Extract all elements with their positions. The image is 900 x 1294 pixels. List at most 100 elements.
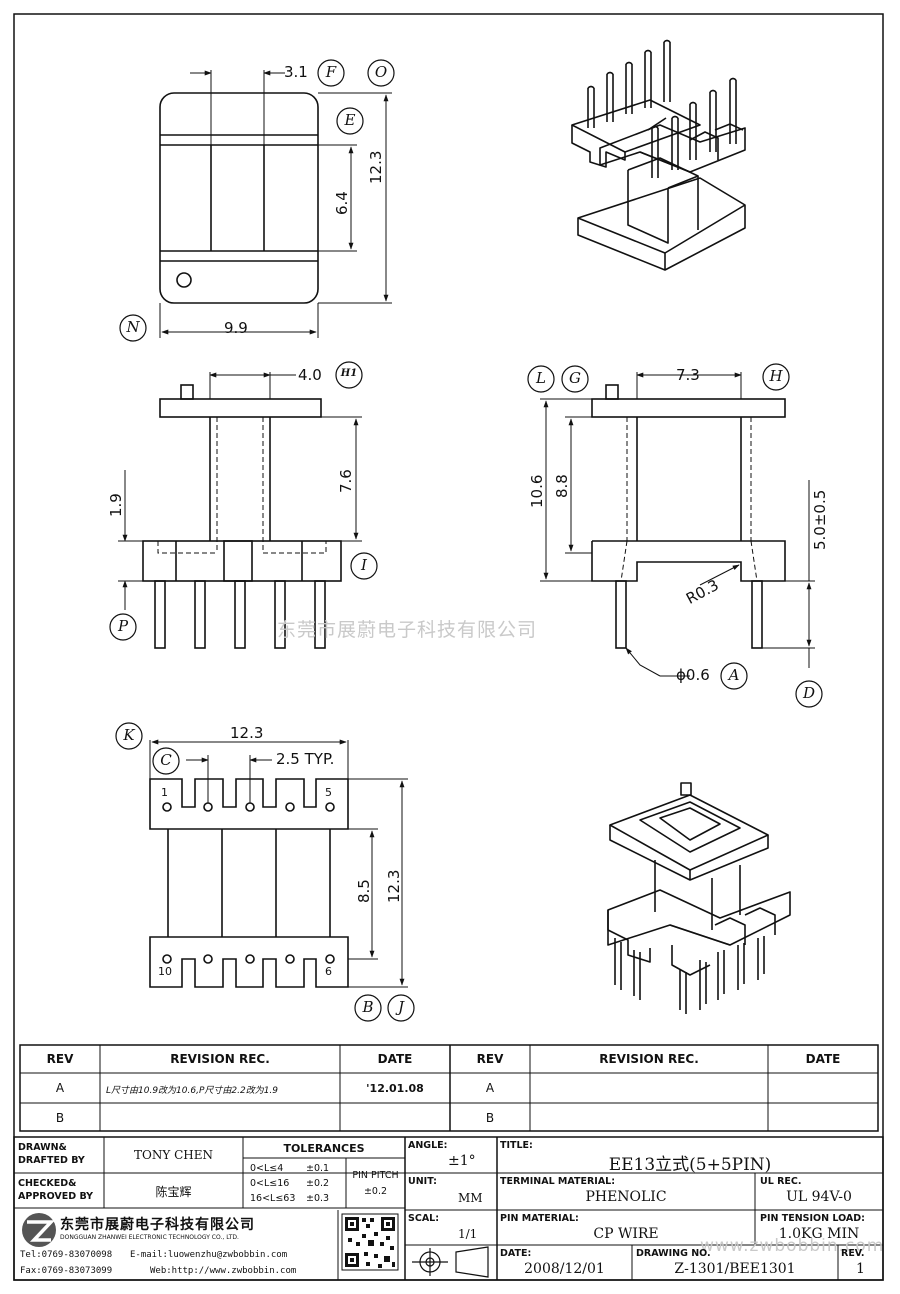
balloon-j: J <box>397 998 404 1016</box>
balloon-h: H <box>769 367 783 385</box>
pin-number-5: 5 <box>325 786 332 799</box>
tol-range-2: 0<L≤16 <box>250 1178 290 1189</box>
date-header-2: DATE <box>805 1052 841 1066</box>
tol-val-3: ±0.3 <box>306 1193 330 1204</box>
tolerances-label: TOLERANCES <box>283 1142 365 1155</box>
front-view <box>142 384 342 649</box>
balloon-g: G <box>569 369 581 387</box>
pin-material-label: PIN MATERIAL: <box>500 1213 579 1224</box>
drawing-no-value: Z-1301/BEE1301 <box>674 1261 796 1277</box>
pin-pitch-label: PIN PITCH <box>352 1170 399 1181</box>
ul-label: UL REC. <box>760 1176 802 1187</box>
pin-number-1: 1 <box>161 786 168 799</box>
balloon-h1: H1 <box>340 368 358 379</box>
rev-row-b: B <box>55 1111 65 1125</box>
watermark-url: www.zwbobbin.com <box>700 1236 885 1256</box>
checked-by: 陈宝辉 <box>155 1185 192 1199</box>
front-view-hidden <box>157 417 327 554</box>
dim-12-3-height: 12.3 <box>367 150 385 184</box>
projection-symbol-icon <box>412 1246 489 1278</box>
revision-table-lines <box>19 1044 879 1132</box>
rev-row-a-2: A <box>485 1081 495 1095</box>
drawn-label-line1: DRAWN& <box>18 1142 67 1153</box>
pin-number-10: 10 <box>158 965 172 978</box>
title-label: TITLE: <box>500 1140 533 1151</box>
pin-material-value: CP WIRE <box>593 1226 659 1242</box>
bottom-view <box>149 778 349 988</box>
dim-8-8: 8.8 <box>553 474 571 498</box>
side-view-hidden <box>620 417 758 582</box>
balloon-e: E <box>344 111 356 129</box>
balloon-b: B <box>362 998 374 1016</box>
watermark-text: 东莞市展蔚电子科技有限公司 <box>277 619 538 641</box>
scale-label: SCAL: <box>408 1213 440 1224</box>
terminal-material-label: TERMINAL MATERIAL: <box>500 1176 616 1187</box>
checked-label-line2: APPROVED BY <box>18 1191 94 1202</box>
dim-10-6: 10.6 <box>528 474 546 508</box>
company-tel: Tel:0769-83070098 <box>20 1250 113 1260</box>
rev-row-a: A <box>55 1081 65 1095</box>
qr-code-icon <box>341 1213 399 1271</box>
balloon-c: C <box>160 751 172 769</box>
date-header-1: DATE <box>377 1052 413 1066</box>
balloon-i: I <box>361 556 367 574</box>
side-view-dims <box>540 372 815 677</box>
company-email: E-mail:luowenzhu@zwbobbin.com <box>130 1250 288 1260</box>
pin-number-6: 6 <box>325 965 332 978</box>
tol-range-1: 0<L≤4 <box>250 1163 284 1174</box>
balloon-l: L <box>536 369 546 387</box>
title-block-lines <box>13 1136 884 1281</box>
unit-label: UNIT: <box>408 1176 437 1187</box>
iso-view-bottom <box>607 782 791 1014</box>
top-view <box>159 92 319 304</box>
balloon-p: P <box>117 617 129 635</box>
dim-4-0: 4.0 <box>298 366 322 384</box>
rev-label: REV. <box>841 1248 865 1259</box>
date-value: 2008/12/01 <box>524 1261 605 1277</box>
rev-value: 1 <box>856 1261 865 1277</box>
balloon-f: F <box>325 63 337 81</box>
dim-8-5: 8.5 <box>355 879 373 903</box>
dim-7-3: 7.3 <box>676 366 700 384</box>
scale-value: 1/1 <box>458 1227 478 1241</box>
ul-value: UL 94V-0 <box>786 1189 852 1205</box>
balloon-d: D <box>802 684 816 702</box>
tol-range-3: 16<L≤63 <box>250 1193 296 1204</box>
front-view-dims <box>118 372 362 610</box>
side-view <box>591 384 786 649</box>
dim-12-3-pins: 12.3 <box>385 869 403 903</box>
balloons <box>109 59 823 1022</box>
pin-tension-label: PIN TENSION LOAD: <box>760 1213 865 1224</box>
balloon-o: O <box>374 63 388 81</box>
top-view-dims <box>159 70 392 338</box>
angle-label: ANGLE: <box>408 1140 448 1151</box>
rev-header-1: REV <box>46 1052 74 1066</box>
dim-12-3-width: 12.3 <box>230 724 264 742</box>
balloon-a: A <box>728 666 740 684</box>
dim-pin-dia: ϕ0.6 <box>676 666 710 684</box>
tol-val-2: ±0.2 <box>306 1178 330 1189</box>
revision-rec-header-2: REVISION REC. <box>599 1052 699 1066</box>
company-fax: Fax:0769-83073099 <box>20 1266 113 1276</box>
drawing-no-label: DRAWING NO. <box>636 1248 711 1259</box>
drawn-by: TONY CHEN <box>134 1148 213 1162</box>
angle-value: ±1° <box>448 1153 476 1169</box>
drawing-title: EE13立式(5+5PIN) <box>608 1155 772 1175</box>
pin-pitch-value: ±0.2 <box>363 1186 388 1197</box>
iso-view-top <box>571 39 746 271</box>
checked-label-line1: CHECKED& <box>18 1178 77 1189</box>
dim-3-1: 3.1 <box>284 63 308 81</box>
dim-5-0: 5.0±0.5 <box>811 489 829 550</box>
balloon-k: K <box>123 726 135 744</box>
date-label: DATE: <box>500 1248 532 1259</box>
rev-row-a-rec: L尺寸由10.9改为10.6,P尺寸由2.2改为1.9 <box>106 1086 279 1096</box>
dim-1-9: 1.9 <box>107 493 125 517</box>
rev-row-a-date: '12.01.08 <box>366 1082 424 1095</box>
rev-row-b-2: B <box>485 1111 495 1125</box>
pin-tension-value: 1.0KG MIN <box>778 1226 860 1242</box>
rev-header-2: REV <box>476 1052 504 1066</box>
company-logo-icon <box>22 1213 56 1247</box>
dim-7-6: 7.6 <box>337 469 355 493</box>
bottom-view-dims <box>149 739 408 988</box>
